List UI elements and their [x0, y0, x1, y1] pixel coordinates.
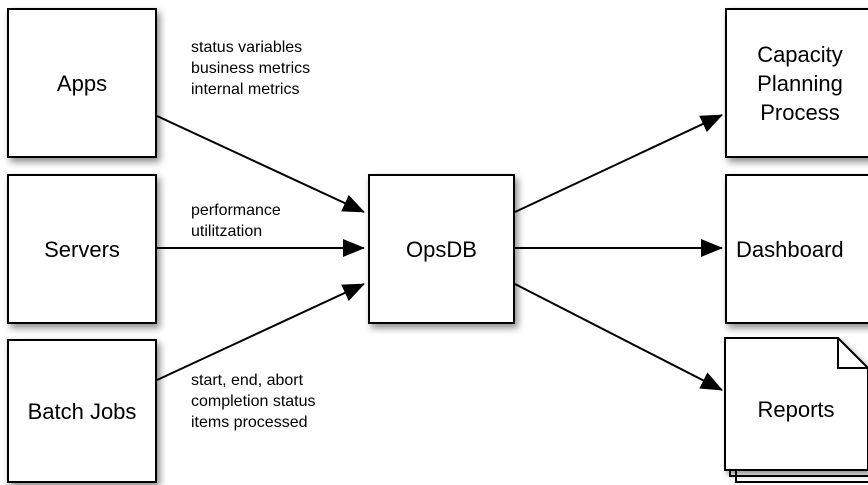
servers-node-label: Servers	[44, 236, 120, 262]
reports-node: Reports	[724, 335, 868, 485]
reports-node-label: Reports	[757, 397, 835, 422]
batch-jobs-edge-label: start, end, abort completion status item…	[191, 370, 316, 433]
dashboard-node: Dashboard	[725, 174, 868, 324]
batch-jobs-edge-label-line-2: completion status	[191, 393, 316, 410]
apps-edge-label: status variables business metrics intern…	[191, 37, 310, 100]
opsdb-node-label: OpsDB	[406, 236, 477, 262]
servers-edge-label: performance utilitzation	[191, 200, 281, 242]
batch-jobs-node: Batch Jobs	[7, 339, 157, 483]
arrow-opsdb-to-reports	[514, 283, 723, 391]
dashboard-node-label: Dashboard	[736, 236, 844, 262]
batch-jobs-edge-label-line-1: start, end, abort	[191, 372, 304, 389]
capacity-planning-node: Capacity Planning Process	[725, 8, 868, 158]
apps-edge-label-line-3: internal metrics	[191, 81, 300, 98]
apps-node: Apps	[7, 8, 157, 158]
capacity-planning-line-1: Capacity	[757, 41, 843, 67]
reports-page-front	[724, 337, 868, 471]
batch-jobs-node-label: Batch Jobs	[27, 398, 137, 424]
capacity-planning-line-2: Planning	[757, 70, 843, 96]
capacity-planning-line-3: Process	[760, 99, 840, 125]
servers-edge-label-line-1: performance	[191, 202, 281, 219]
apps-edge-label-line-1: status variables	[191, 39, 303, 56]
servers-edge-label-line-2: utilitzation	[191, 223, 263, 240]
capacity-planning-label: Capacity Planning Process	[757, 40, 843, 127]
arrow-batch-jobs-to-opsdb	[156, 283, 365, 381]
arrow-opsdb-to-capacity-planning	[514, 114, 723, 213]
arrow-apps-to-opsdb	[156, 115, 365, 213]
apps-edge-label-line-2: business metrics	[191, 60, 311, 77]
batch-jobs-edge-label-line-3: items processed	[191, 414, 308, 431]
servers-node: Servers	[7, 174, 157, 324]
opsdb-node: OpsDB	[368, 174, 515, 324]
apps-node-label: Apps	[56, 70, 108, 96]
